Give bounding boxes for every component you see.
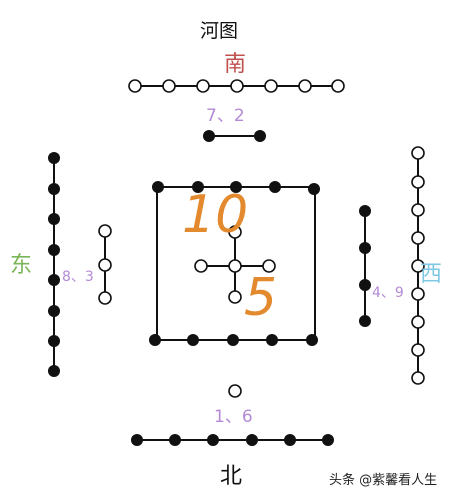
south-seven-white-dots [128,79,345,93]
dot [411,343,425,357]
dot [411,315,425,329]
dot [411,231,425,245]
dot [411,175,425,189]
dot [359,315,371,327]
dot [359,242,371,254]
south-numbers-label: 7、2 [206,106,245,126]
dot [228,259,242,273]
dot [411,371,425,385]
dot [411,259,425,273]
dot [284,434,296,446]
dot [162,79,176,93]
dot [269,181,281,193]
dot [48,305,60,317]
center-ten-black-dots [149,181,320,346]
dot [98,291,112,305]
dot [131,434,143,446]
direction-west-label: 西 [420,262,443,287]
diagram-title: 河图 [200,20,239,42]
dot [196,79,210,93]
direction-south-label: 南 [224,52,247,77]
dot [359,205,371,217]
dot [331,79,345,93]
dot [266,334,278,346]
dot [48,365,60,377]
west-numbers-label: 4、9 [372,285,404,301]
dot [306,334,318,346]
dot [128,79,142,93]
direction-north-label: 北 [220,464,243,489]
dot [246,434,258,446]
dot [48,152,60,164]
dot [262,259,276,273]
dot [192,181,204,193]
dot [48,213,60,225]
dot [411,287,425,301]
dot [298,79,312,93]
dot [207,434,219,446]
dot [203,130,215,142]
dot [228,290,242,304]
dot [228,225,242,239]
watermark: 头条 @紫馨看人生 [326,468,441,489]
dot [48,183,60,195]
east-eight-black-dots [48,152,60,377]
dot [308,183,320,195]
dot [230,79,244,93]
dot [152,181,164,193]
east-numbers-label: 8、3 [62,269,94,285]
dot [411,203,425,217]
dot [194,259,208,273]
dot [149,334,161,346]
dot [187,334,199,346]
center-five-white-dots [194,225,276,304]
dot [48,335,60,347]
north-one-white-dot [228,384,242,398]
dot [230,181,242,193]
dot [322,434,334,446]
dot [169,434,181,446]
dot [227,334,239,346]
center-five-handwritten: 5 [244,268,278,328]
dot [98,224,112,238]
north-six-black-dots [131,434,334,446]
dot [411,146,425,160]
dot [264,79,278,93]
dot [254,130,266,142]
dot [48,274,60,286]
west-nine-white-dots [411,146,425,385]
direction-east-label: 东 [10,253,33,278]
center-ten-handwritten: 10 [182,185,249,245]
dot [48,244,60,256]
north-numbers-label: 1、6 [214,407,253,427]
dot [359,279,371,291]
dot [98,258,112,272]
